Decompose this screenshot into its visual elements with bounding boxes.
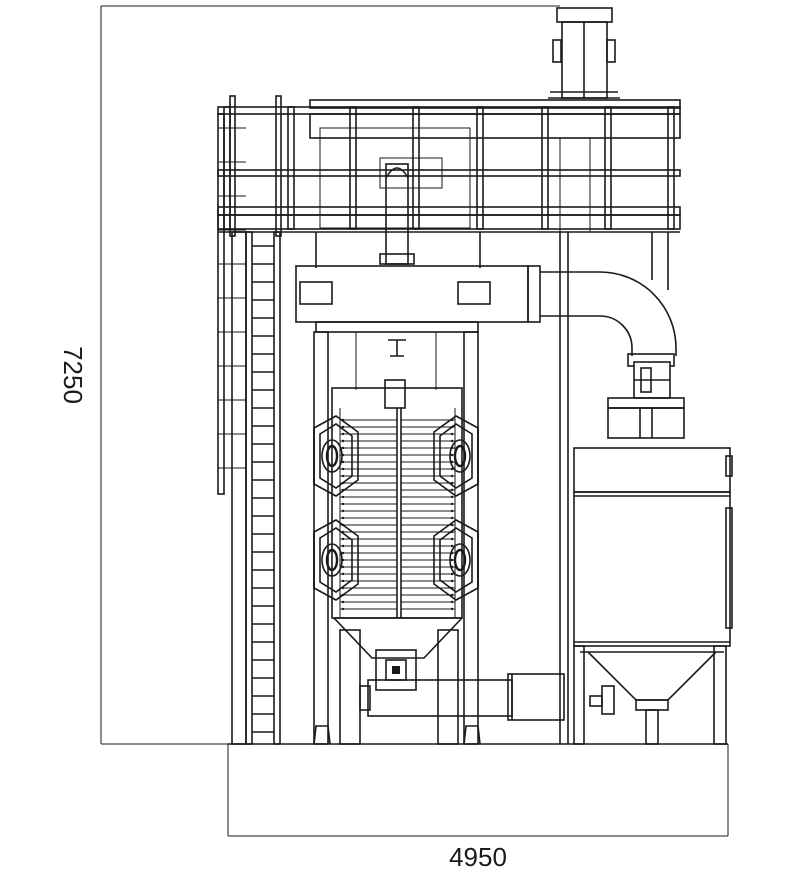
elevator-head xyxy=(548,7,620,99)
slat-bolt xyxy=(341,495,345,499)
slat-bolt xyxy=(341,509,345,513)
slat-bolt xyxy=(450,579,454,583)
horizontal-duct xyxy=(295,265,677,356)
slat-bolt xyxy=(341,551,345,555)
slat-bolt xyxy=(341,425,345,429)
dust-collector xyxy=(573,447,733,745)
slat-bolt xyxy=(450,474,454,478)
slat-bolt xyxy=(341,502,345,506)
slat-bolt xyxy=(450,495,454,499)
slat-bolt xyxy=(341,537,345,541)
slat-bolt xyxy=(450,432,454,436)
blast-turbine xyxy=(313,415,359,497)
top-platform xyxy=(217,99,681,233)
height-dimension-label: 7250 xyxy=(58,346,88,404)
blast-turbine xyxy=(313,519,359,601)
slat-bolt xyxy=(450,544,454,548)
slat-bolt xyxy=(341,474,345,478)
slat-bolt xyxy=(450,467,454,471)
slat-bolt xyxy=(450,523,454,527)
dimension-lines xyxy=(100,5,729,837)
slat-bolt xyxy=(341,467,345,471)
slat-bolt xyxy=(341,565,345,569)
slat-bolt xyxy=(341,516,345,520)
width-dimension-label: 4950 xyxy=(449,842,507,872)
slat-bolt xyxy=(450,516,454,520)
slat-bolt xyxy=(341,607,345,611)
slat-bolt xyxy=(450,607,454,611)
slat-bolt xyxy=(341,600,345,604)
slat-bolt xyxy=(341,432,345,436)
slat-bolt xyxy=(450,593,454,597)
blast-turbine xyxy=(433,415,479,497)
slat-bolt xyxy=(450,502,454,506)
fan-motor xyxy=(607,353,685,439)
slat-bolt xyxy=(341,439,345,443)
slat-bolt xyxy=(450,488,454,492)
feed-pipe xyxy=(379,163,415,265)
blast-turbine xyxy=(433,519,479,601)
slat-bolt xyxy=(450,572,454,576)
slat-bolt xyxy=(341,572,345,576)
slat-bolt xyxy=(341,544,345,548)
slat-bolt xyxy=(450,600,454,604)
slat-bolt xyxy=(450,558,454,562)
access-ladder xyxy=(217,95,282,745)
turbine-units xyxy=(313,415,479,601)
slat-bolt xyxy=(450,439,454,443)
slat-bolt xyxy=(341,460,345,464)
slat-bolt xyxy=(450,509,454,513)
slat-bolt xyxy=(450,537,454,541)
slat-bolt xyxy=(341,579,345,583)
slat-bolt xyxy=(341,446,345,450)
slat-bolt xyxy=(450,453,454,457)
bottom-screw-conveyor xyxy=(359,673,565,721)
